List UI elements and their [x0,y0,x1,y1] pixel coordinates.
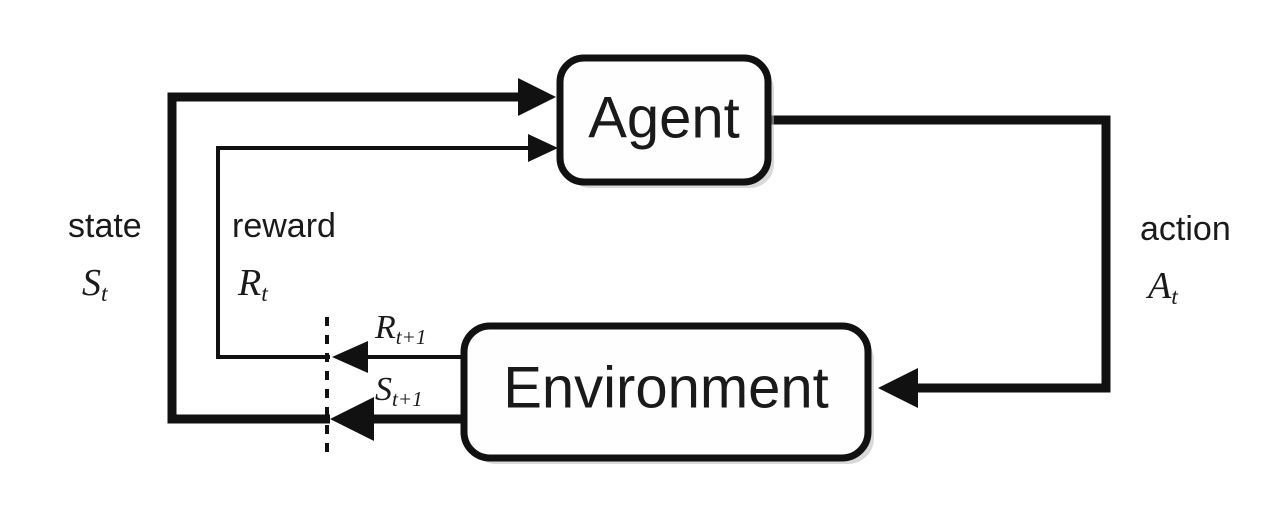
edge-reward-next [332,341,464,373]
node-agent[interactable]: Agent [556,54,774,188]
edge-state-to-agent [167,78,556,424]
action-word: action [1140,210,1231,248]
state-next-arrowhead [330,397,374,441]
label-state: state St [68,207,142,307]
reward-word: reward [232,207,336,245]
action-symbol: At [1145,265,1179,311]
environment-box[interactable] [460,322,872,462]
state-symbol: St [82,262,109,308]
label-reward: reward Rt [232,207,336,307]
action-arrowhead [878,368,918,408]
state-arrowhead [518,78,556,116]
edge-action-to-environment [768,115,1111,408]
reward-next-symbol: Rt+1 [374,309,426,349]
state-word: state [68,207,142,245]
reward-arrowhead [528,134,558,162]
node-environment[interactable]: Environment [460,322,874,464]
state-next-symbol: St+1 [375,371,423,411]
environment-label: Environment [503,355,829,420]
agent-label: Agent [588,85,740,150]
reward-next-arrowhead [332,341,368,373]
reward-symbol: Rt [237,262,269,308]
edge-state-next [330,397,464,441]
label-action: action At [1140,210,1231,310]
edge-reward-to-agent [216,134,558,359]
agent-box[interactable] [556,54,772,186]
